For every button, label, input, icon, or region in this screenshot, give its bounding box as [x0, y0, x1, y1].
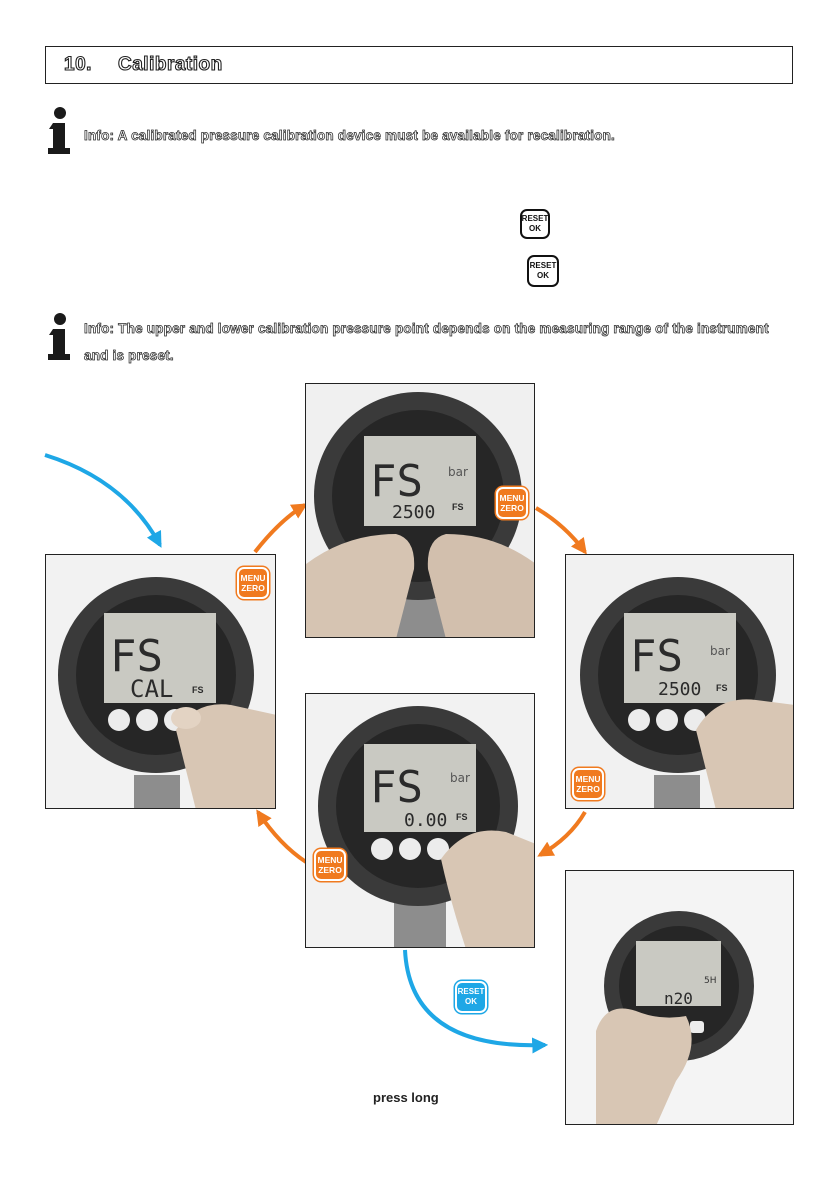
menu-zero-key-icon: MENU ZERO [237, 567, 269, 599]
display-sub: CAL [130, 675, 173, 703]
press-long-caption: press long [373, 1090, 439, 1105]
display-unit: bar [448, 465, 468, 479]
section-heading: 10. Calibration [45, 46, 793, 84]
display-flag: FS [192, 685, 204, 695]
reset-ok-key-icon: RESET OK [527, 255, 559, 287]
arrow-3-to-4 [537, 810, 587, 857]
info-icon [48, 313, 70, 360]
step-photo-confirm: 5H n20 [565, 870, 794, 1125]
display-flag: FS [456, 812, 468, 822]
info-note-recalibration: Info: A calibrated pressure calibration … [84, 128, 616, 144]
reset-ok-key-icon: RESET OK [455, 981, 487, 1013]
step-photo-zero-value: FS 0.00 FS bar MENU ZERO [305, 693, 535, 948]
display-main: FS [370, 456, 423, 507]
display-flag: FS [452, 502, 464, 512]
display-sub: 2500 [392, 502, 435, 523]
section-number: 10. [63, 53, 92, 75]
arrow-finish [403, 949, 549, 1054]
menu-zero-key-icon: MENU ZERO [572, 768, 604, 800]
arrow-start [44, 453, 162, 548]
reset-ok-key-icon: RESET OK [520, 209, 550, 239]
display-unit: bar [450, 771, 470, 785]
display-sub: n20 [664, 989, 693, 1008]
menu-zero-key-icon: MENU ZERO [314, 849, 346, 881]
display-sub: 0.00 [404, 810, 447, 831]
arrow-4-to-1 [256, 809, 308, 864]
display-unit: bar [710, 644, 730, 658]
arrow-2-to-3 [534, 506, 587, 555]
display-main: FS [370, 762, 423, 813]
arrow-1-to-2 [253, 503, 308, 554]
step-photo-fs-value: FS 2500 FS bar MENU ZERO [565, 554, 794, 809]
display-sub: 2500 [658, 679, 701, 700]
step-photo-cal: FS CAL FS MENU ZERO [45, 554, 276, 809]
display-unit: 5H [704, 976, 717, 986]
menu-zero-key-icon: MENU ZERO [496, 487, 528, 519]
info-icon [48, 107, 70, 154]
display-main: FS [630, 631, 683, 682]
info-note-calibration-points: Info: The upper and lower calibration pr… [84, 321, 769, 364]
display-flag: FS [716, 683, 728, 693]
section-title: Calibration [117, 53, 223, 75]
step-photo-fs-select: FS 2500 FS bar MENU ZERO [305, 383, 535, 638]
display-main: FS [110, 631, 163, 682]
